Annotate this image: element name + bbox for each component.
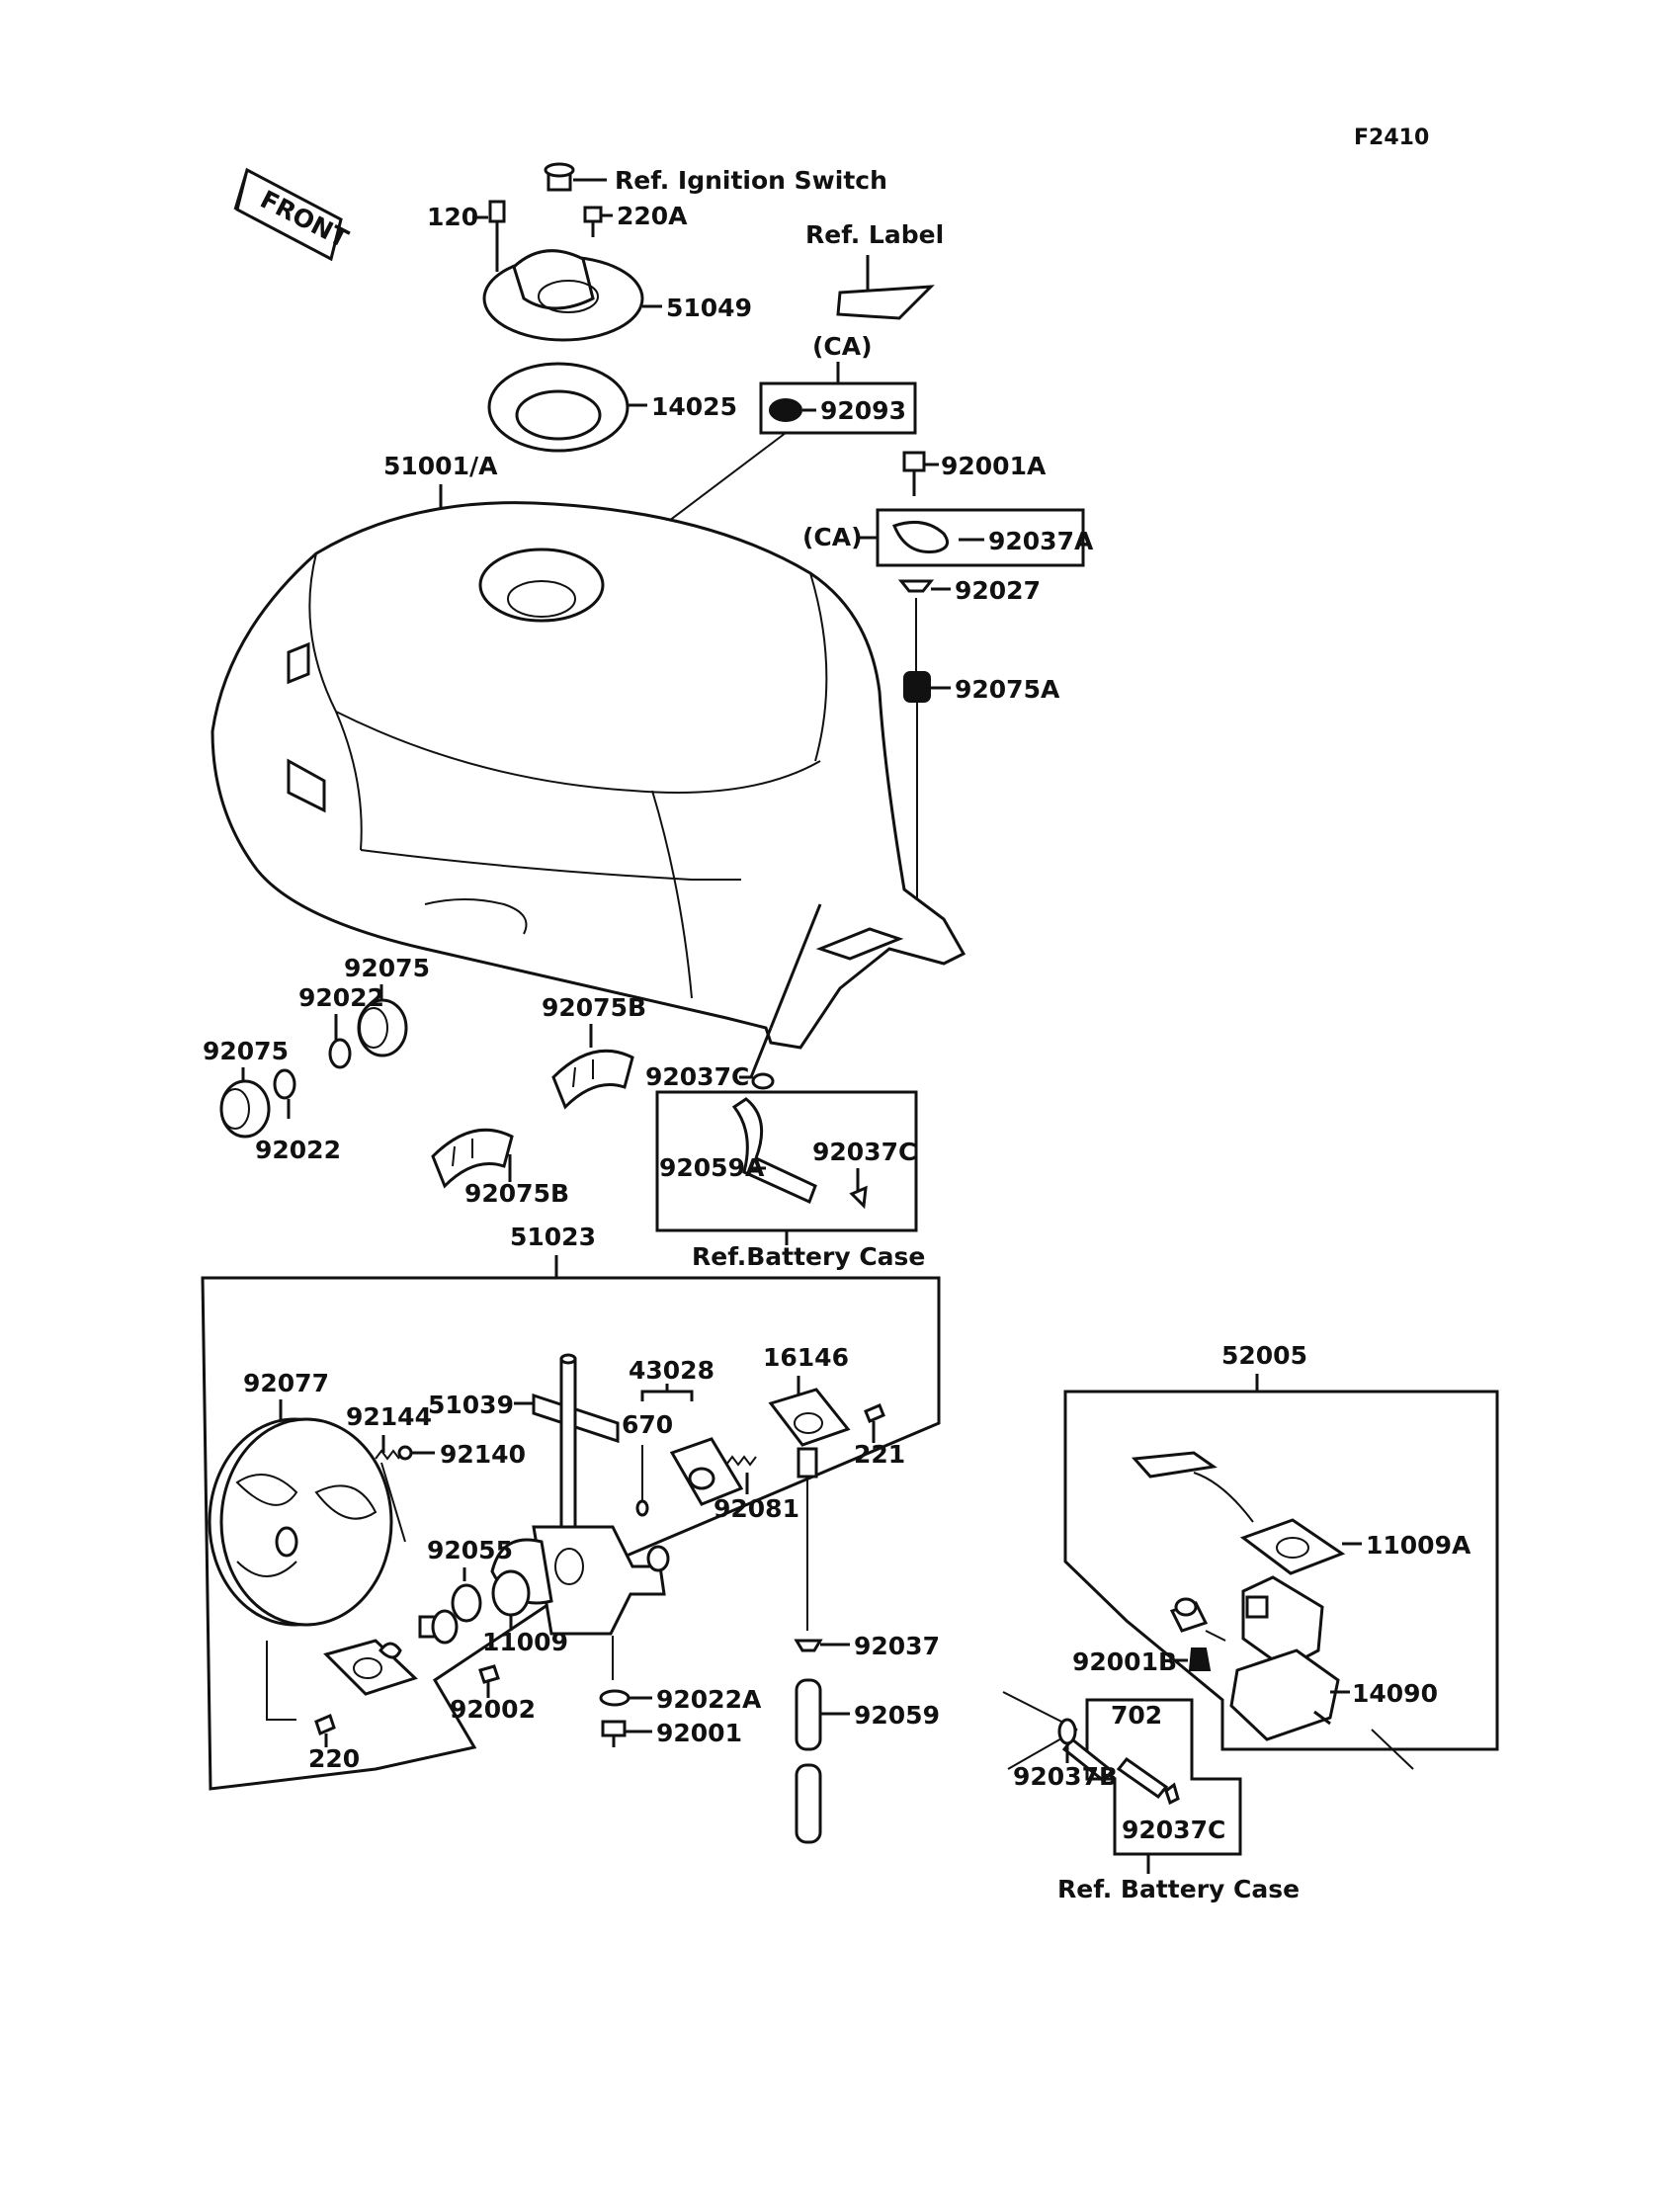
bracket-92075B-lower: 92075B bbox=[431, 1128, 569, 1208]
ca-group-92093: (CA) 92093 bbox=[612, 332, 917, 564]
part-92055-label: 92055 bbox=[427, 1536, 513, 1564]
lever-51039: 51039 bbox=[428, 1353, 620, 1559]
washer-92022-upper: 92022 bbox=[298, 983, 384, 1069]
part-92075B-label-1: 92075B bbox=[542, 993, 646, 1022]
part-11009A-label: 11009A bbox=[1366, 1531, 1471, 1560]
bolt-120: 120 bbox=[427, 200, 506, 272]
damper-92075-lower: 92075 bbox=[203, 1037, 289, 1139]
part-92022-label-1: 92022 bbox=[298, 983, 384, 1012]
clamp-92037: 92037 bbox=[794, 1632, 940, 1660]
ref-battery-case-label-2: Ref. Battery Case bbox=[1057, 1875, 1300, 1903]
bolt-220A: 220A bbox=[583, 202, 688, 237]
part-51001A-label: 51001/A bbox=[383, 452, 498, 480]
ignition-switch-ref: Ref. Ignition Switch bbox=[544, 162, 887, 195]
oring-92055: 92055 bbox=[427, 1536, 513, 1623]
ca-marker-2: (CA) bbox=[802, 523, 863, 551]
pump-body bbox=[1169, 1575, 1324, 1670]
part-92059A-label: 92059A bbox=[659, 1153, 765, 1182]
fuel-cock-assembly-51023: 51023 bbox=[201, 1223, 941, 1791]
part-52005-label: 52005 bbox=[1221, 1341, 1307, 1370]
part-92075A-label: 92075A bbox=[955, 675, 1060, 704]
damper-92075A: 92075A bbox=[903, 671, 1060, 909]
part-92037C-label-1: 92037C bbox=[645, 1062, 749, 1091]
part-92037-label: 92037 bbox=[854, 1632, 940, 1660]
gasket-14025: 14025 bbox=[487, 362, 737, 453]
ca-marker-1: (CA) bbox=[812, 332, 873, 361]
part-220-label: 220 bbox=[308, 1744, 360, 1773]
gasket-43028: 43028 bbox=[629, 1356, 744, 1506]
part-220A-label: 220A bbox=[617, 202, 688, 230]
part-92144-label: 92144 bbox=[346, 1402, 432, 1431]
bracket-92075B-upper: 92075B bbox=[542, 993, 646, 1110]
filter-14090: 14090 bbox=[1229, 1648, 1438, 1770]
fuel-cock-body bbox=[490, 1525, 670, 1680]
washer-92022-lower: 92022 bbox=[255, 1068, 341, 1164]
part-14025-label: 14025 bbox=[651, 392, 737, 421]
bolt-92001A: 92001A bbox=[902, 451, 1047, 496]
part-92140-label: 92140 bbox=[440, 1440, 526, 1469]
part-92037A-label: 92037A bbox=[988, 527, 1094, 555]
screw-220: 220 bbox=[308, 1713, 360, 1773]
damper-92075-upper: 92075 bbox=[344, 954, 430, 1057]
grommet-92027: 92027 bbox=[897, 576, 1041, 672]
ref-label-text: Ref. Label bbox=[805, 220, 944, 249]
plate-92077: 92077 bbox=[208, 1369, 393, 1627]
part-92022-label-2: 92022 bbox=[255, 1136, 341, 1164]
figure-code: F2410 bbox=[1354, 126, 1429, 150]
oring-92140: 92140 bbox=[397, 1440, 526, 1469]
washer-92022A: 92022A bbox=[599, 1685, 762, 1714]
battery-case-ref-group-1: 92037C 92059A 92037C Ref.Battery Case bbox=[645, 1062, 925, 1271]
ref-battery-case-label-1: Ref.Battery Case bbox=[692, 1242, 925, 1271]
hose-92059: 92059 bbox=[795, 1678, 940, 1844]
part-92037C-label-2: 92037C bbox=[812, 1138, 916, 1166]
part-120-label: 120 bbox=[427, 203, 478, 231]
bolt-92001B: 92001B bbox=[1072, 1648, 1212, 1676]
part-43028-label: 43028 bbox=[629, 1356, 714, 1385]
part-51049-label: 51049 bbox=[666, 294, 752, 322]
cover-11009A: 11009A bbox=[1239, 1518, 1471, 1575]
front-arrow-icon: FRONT bbox=[233, 167, 353, 262]
part-92059-label: 92059 bbox=[854, 1701, 940, 1730]
spacer-670: 670 bbox=[622, 1410, 673, 1517]
fuel-pump-assembly-52005: 52005 bbox=[1063, 1341, 1499, 1751]
part-92027-label: 92027 bbox=[955, 576, 1041, 605]
part-92037B-label: 92037B bbox=[1013, 1762, 1118, 1791]
part-670-label: 670 bbox=[622, 1410, 673, 1439]
battery-case-ref-group-2: 702 92037B 92037C Ref. Battery Case bbox=[1002, 1691, 1300, 1903]
spring-92081: 92081 bbox=[714, 1455, 799, 1523]
part-92077-label: 92077 bbox=[243, 1369, 329, 1397]
part-14090-label: 14090 bbox=[1352, 1679, 1438, 1708]
part-92001B-label: 92001B bbox=[1072, 1648, 1177, 1676]
bolt-92001: 92001 bbox=[601, 1719, 742, 1747]
fuel-tank-51001A: 51001/A bbox=[210, 452, 966, 1078]
ref-label: Ref. Label bbox=[805, 220, 944, 320]
part-92093-label: 92093 bbox=[820, 396, 906, 425]
part-92081-label: 92081 bbox=[714, 1494, 799, 1523]
gasket-11009: 11009 bbox=[482, 1569, 568, 1656]
spring-92144: 92144 bbox=[346, 1402, 432, 1543]
part-92037C-label-3: 92037C bbox=[1122, 1816, 1225, 1844]
part-92075-label-2: 92075 bbox=[203, 1037, 289, 1065]
part-51023-label: 51023 bbox=[510, 1223, 596, 1251]
ca-group-92037A: (CA) 92037A bbox=[802, 508, 1094, 567]
filter-16146: 16146 bbox=[763, 1343, 851, 1631]
part-16146-label: 16146 bbox=[763, 1343, 849, 1372]
part-92001-label: 92001 bbox=[656, 1719, 742, 1747]
part-702-label: 702 bbox=[1111, 1701, 1162, 1730]
part-51039-label: 51039 bbox=[428, 1391, 514, 1419]
part-92022A-label: 92022A bbox=[656, 1685, 762, 1714]
cover-plate-lower bbox=[266, 1609, 459, 1721]
ref-ignition-switch-label: Ref. Ignition Switch bbox=[615, 166, 887, 195]
screw-92002: 92002 bbox=[450, 1664, 536, 1724]
screw-221: 221 bbox=[854, 1403, 905, 1469]
fuel-cap-51049: 51049 bbox=[482, 249, 752, 342]
part-92001A-label: 92001A bbox=[941, 452, 1047, 480]
part-11009-label: 11009 bbox=[482, 1628, 568, 1656]
part-221-label: 221 bbox=[854, 1440, 905, 1469]
part-92002-label: 92002 bbox=[450, 1695, 536, 1724]
part-92075B-label-2: 92075B bbox=[464, 1179, 569, 1208]
part-92075-label-1: 92075 bbox=[344, 954, 430, 982]
